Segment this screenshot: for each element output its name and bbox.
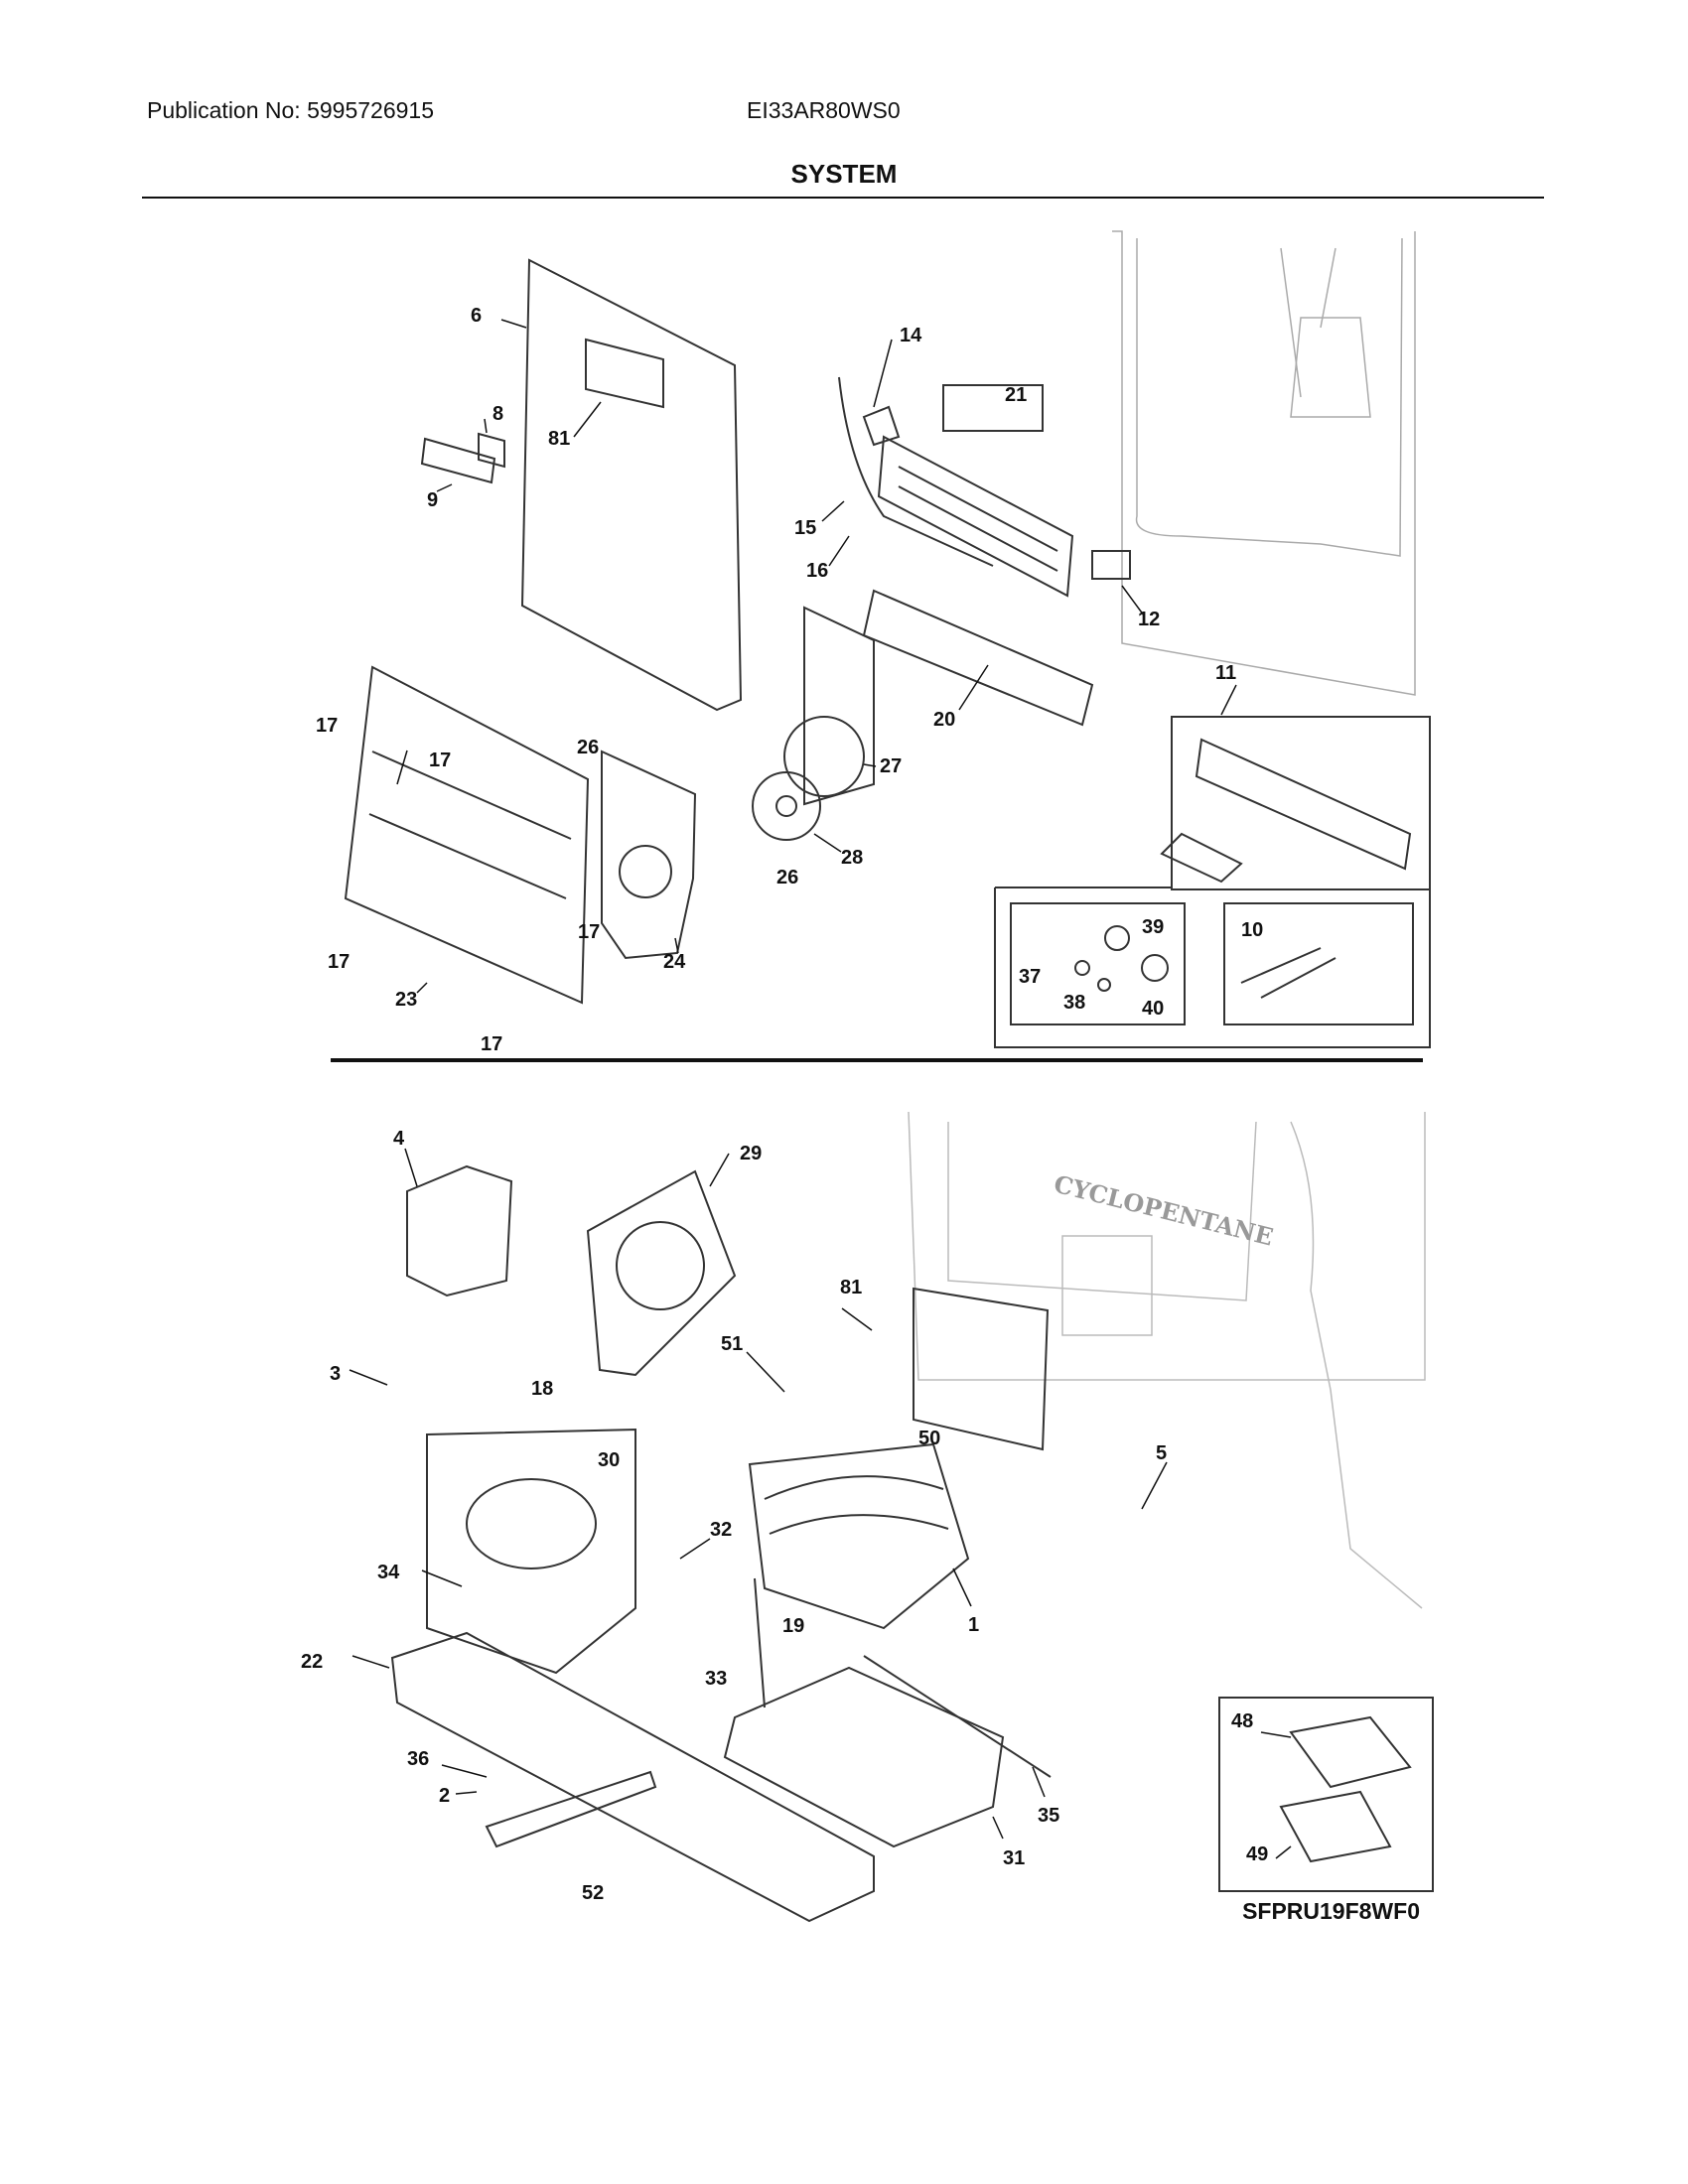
drain-kit-box (1218, 1697, 1434, 1892)
callout-38: 38 (1063, 992, 1085, 1014)
callout-31: 31 (1003, 1847, 1025, 1869)
callout-18: 18 (531, 1378, 553, 1400)
callout-49: 49 (1246, 1843, 1268, 1865)
callout-52: 52 (582, 1882, 604, 1904)
callout-36: 36 (407, 1748, 429, 1770)
callout-22: 22 (301, 1651, 323, 1673)
callout-50: 50 (918, 1428, 940, 1449)
callout-26-b: 26 (776, 867, 798, 888)
callout-48: 48 (1231, 1710, 1253, 1732)
callout-8: 8 (492, 403, 503, 425)
callout-6: 6 (471, 305, 482, 327)
callout-15: 15 (794, 517, 816, 539)
callout-23: 23 (395, 989, 417, 1011)
callout-16: 16 (806, 560, 828, 582)
condenser-fan (586, 1169, 737, 1377)
publication-number: Publication No: 5995726915 (147, 97, 435, 123)
diagram-code: SFPRU19F8WF0 (1242, 1898, 1420, 1924)
callout-3: 3 (330, 1363, 341, 1385)
cabinet-outline-top (1112, 230, 1416, 696)
control-board (913, 1287, 1050, 1451)
callout-14: 14 (900, 325, 922, 346)
callout-28: 28 (841, 847, 863, 869)
callout-4: 4 (393, 1128, 405, 1150)
compressor-box (426, 1428, 636, 1675)
callout-51: 51 (721, 1333, 743, 1355)
fittings-kit-box (1010, 902, 1186, 1025)
condenser-coil (748, 1442, 970, 1630)
heater-kit-box (1223, 902, 1414, 1025)
base-plate (390, 1631, 875, 1923)
callout-33: 33 (705, 1668, 727, 1690)
rear-panel (520, 258, 743, 712)
callout-26-a: 26 (577, 737, 599, 758)
callout-11: 11 (1215, 662, 1236, 684)
callout-29: 29 (740, 1143, 762, 1164)
callout-17-e: 17 (481, 1033, 502, 1055)
callout-21: 21 (1005, 384, 1027, 406)
callout-10: 10 (1241, 919, 1263, 941)
model-number: EI33AR80WS0 (747, 97, 901, 123)
callout-35: 35 (1038, 1805, 1059, 1827)
page-title: SYSTEM (790, 159, 898, 189)
callout-34: 34 (377, 1562, 400, 1583)
callout-81-top: 81 (548, 428, 570, 450)
embossed-cabinet-text: CYCLOPENTANE (1052, 1169, 1277, 1252)
callout-20: 20 (933, 709, 955, 731)
callout-37: 37 (1019, 966, 1041, 988)
callout-1: 1 (968, 1614, 979, 1636)
callout-2: 2 (439, 1785, 450, 1807)
callout-32: 32 (710, 1519, 732, 1541)
callout-12: 12 (1138, 609, 1160, 630)
callout-17-c: 17 (578, 921, 600, 943)
evaporator-kit-box (1171, 716, 1431, 890)
callout-81-bottom: 81 (840, 1277, 862, 1298)
lower-panel (344, 665, 590, 1005)
callout-40: 40 (1142, 998, 1164, 1020)
cabinet-outline-bottom (908, 1111, 1426, 1609)
callout-19: 19 (782, 1615, 804, 1637)
callout-17-a: 17 (316, 715, 338, 737)
callout-24: 24 (663, 951, 686, 973)
drain-pan (723, 1666, 1005, 1848)
callout-30: 30 (598, 1449, 620, 1471)
header-rule (142, 197, 1544, 199)
callout-9: 9 (427, 489, 438, 511)
callout-17-d: 17 (328, 951, 350, 973)
callout-17-b: 17 (429, 750, 451, 771)
section-divider (331, 1058, 1423, 1062)
callout-39: 39 (1142, 916, 1164, 938)
callout-27: 27 (880, 755, 902, 777)
callout-5: 5 (1156, 1442, 1167, 1464)
